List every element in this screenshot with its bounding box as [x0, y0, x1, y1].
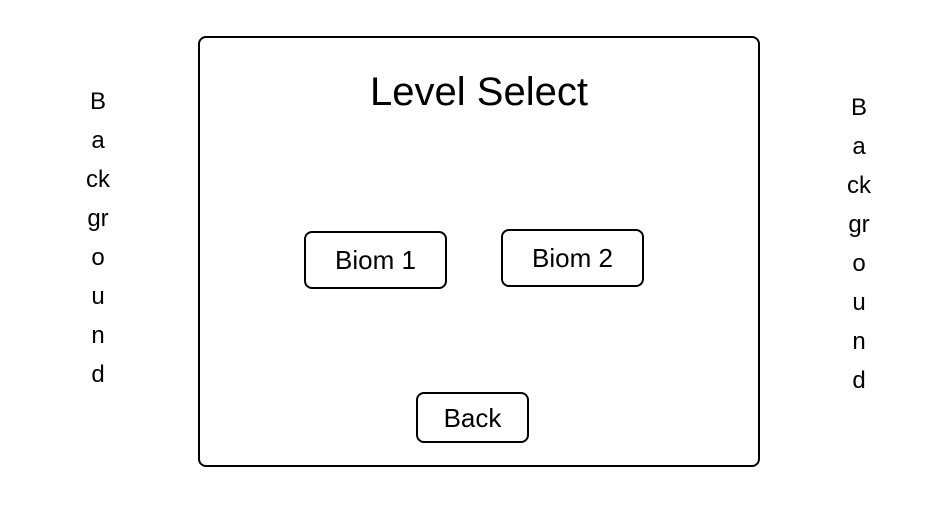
level-select-panel: Level Select Biom 1 Biom 2 Back	[198, 36, 760, 467]
biom-2-button[interactable]: Biom 2	[501, 229, 644, 287]
back-button[interactable]: Back	[416, 392, 529, 443]
biom-1-button[interactable]: Biom 1	[304, 231, 447, 289]
page-title: Level Select	[370, 70, 588, 114]
background-label-left: Background	[86, 88, 110, 388]
background-label-right: Background	[847, 94, 871, 394]
